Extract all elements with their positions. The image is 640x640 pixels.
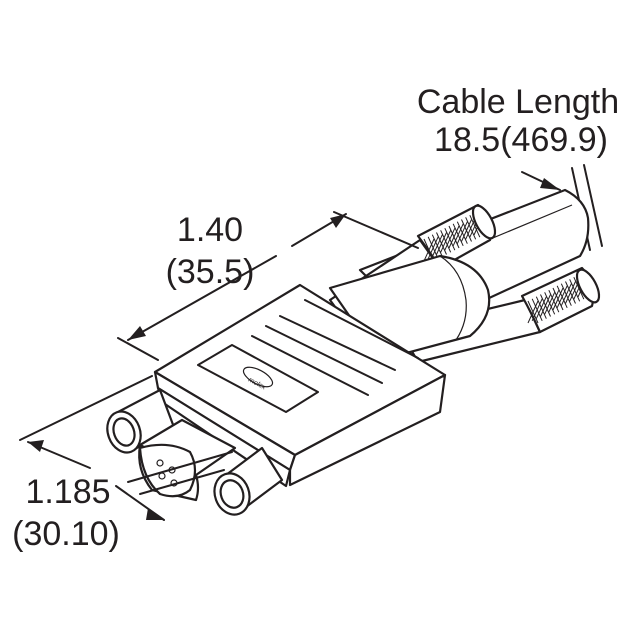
- knurl-line: [431, 234, 443, 257]
- cable-length-mm: (469.9): [500, 121, 608, 159]
- knurl-line: [552, 287, 564, 311]
- body-length-mm: (35.5): [165, 253, 255, 291]
- knurl-line: [535, 296, 547, 319]
- knurl-line: [540, 294, 551, 317]
- knurl-line: [556, 285, 568, 309]
- mating-tubes: [106, 388, 284, 516]
- knurl-line: [456, 221, 468, 244]
- knurl-line: [544, 292, 556, 315]
- cable-length-label: Cable Length: [416, 83, 620, 121]
- cable-length-inch-value: 18.5(469.9): [418, 122, 624, 158]
- body-width-mm: (30.10): [12, 515, 120, 553]
- knurl-line: [448, 225, 460, 249]
- knurl-line: [461, 219, 472, 242]
- knurl-line: [565, 281, 576, 304]
- body-width-inch: 1.185: [25, 473, 111, 511]
- body-length-dimension: [117, 211, 419, 361]
- knurl-line: [440, 230, 452, 253]
- knurl-line: [427, 236, 439, 260]
- knurl-line: [436, 232, 447, 255]
- knurl-line: [444, 227, 456, 251]
- knurl-line: [531, 298, 543, 322]
- body-length-inch: 1.40: [176, 211, 244, 249]
- body-width-dimension: [19, 375, 233, 521]
- knurl-line: [548, 289, 560, 313]
- cable-length-inch: 18.5: [434, 121, 501, 159]
- knurl-line: [527, 300, 539, 324]
- knurl-line: [452, 223, 464, 247]
- cable-length-dimension: [521, 171, 561, 191]
- knurl-line: [423, 238, 435, 262]
- connector-housing: molex: [153, 283, 447, 488]
- knurl-line: [560, 283, 572, 306]
